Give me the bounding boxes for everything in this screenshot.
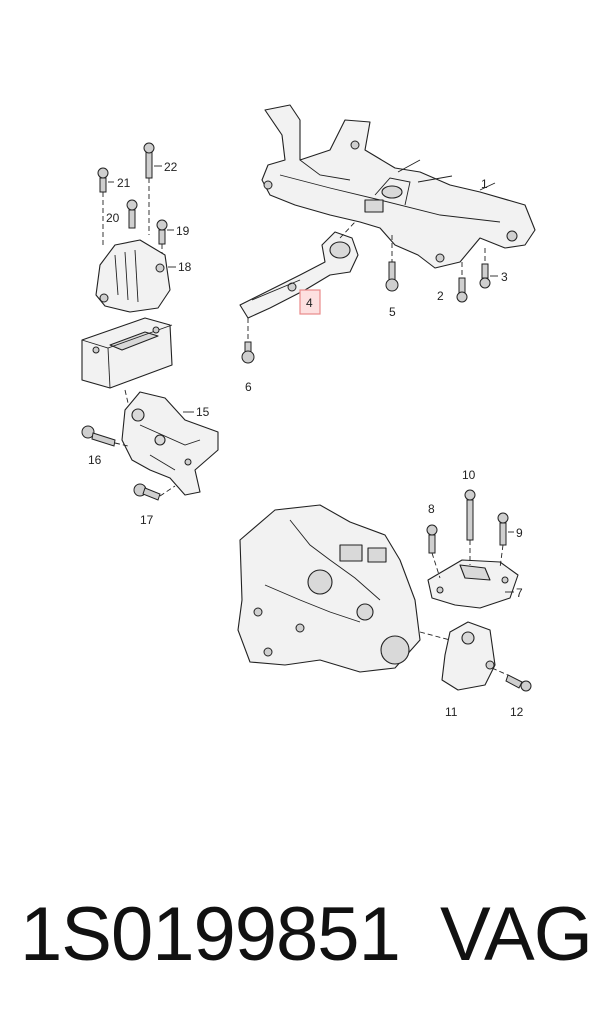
part-number: 1S0199851 xyxy=(20,892,401,977)
gearbox-mount-part-11 xyxy=(419,621,496,691)
callout-21: 21 xyxy=(117,176,131,190)
callout-4-highlight xyxy=(299,289,321,315)
callout-17: 17 xyxy=(140,513,154,527)
callout-1: 1 xyxy=(481,177,488,191)
engine-mount-part-18 xyxy=(95,239,171,313)
mount-cushion-part xyxy=(81,317,173,389)
engine-bracket-part-15 xyxy=(121,391,219,496)
bolt-part-6 xyxy=(241,318,255,364)
gearbox-part xyxy=(237,504,421,673)
torque-rod-part xyxy=(239,231,359,319)
bolt-part-2 xyxy=(456,262,468,303)
dash-line-4 xyxy=(339,221,356,239)
callout-20: 20 xyxy=(106,211,120,225)
bolt-part-22 xyxy=(143,142,155,235)
bolt-part-19 xyxy=(156,219,168,260)
bolt-part-8 xyxy=(426,524,441,579)
bolt-part-21 xyxy=(97,167,109,248)
callout-19: 19 xyxy=(176,224,190,238)
gearbox-bracket-part-7 xyxy=(427,559,519,609)
callout-10: 10 xyxy=(462,468,476,482)
bolt-part-20 xyxy=(126,199,138,229)
callout-2: 2 xyxy=(437,289,444,303)
brand-label: VAG xyxy=(440,892,593,977)
callout-18: 18 xyxy=(178,260,192,274)
bolt-part-17 xyxy=(133,483,176,501)
exploded-parts-diagram: 1 2 3 4 5 6 22 xyxy=(81,104,536,719)
callout-9: 9 xyxy=(516,526,523,540)
bolt-part-3 xyxy=(479,248,491,289)
callout-3: 3 xyxy=(501,270,508,284)
leader-line-1 xyxy=(479,182,496,191)
callout-15: 15 xyxy=(196,405,210,419)
subframe-part xyxy=(261,104,536,269)
callout-22: 22 xyxy=(164,160,178,174)
callout-7: 7 xyxy=(516,586,523,600)
callout-6: 6 xyxy=(245,380,252,394)
callout-8: 8 xyxy=(428,502,435,516)
callout-11: 11 xyxy=(445,705,458,719)
bolt-part-12 xyxy=(491,667,532,692)
footer: 1S0199851 VAG xyxy=(0,890,600,980)
callout-16: 16 xyxy=(88,453,102,467)
callout-5: 5 xyxy=(389,305,396,319)
bolt-part-10 xyxy=(464,489,476,565)
bolt-part-9 xyxy=(497,512,509,569)
bolt-part-5 xyxy=(385,235,399,292)
callout-4: 4 xyxy=(306,296,313,310)
bolt-part-16 xyxy=(81,425,129,447)
callout-12: 12 xyxy=(510,705,524,719)
